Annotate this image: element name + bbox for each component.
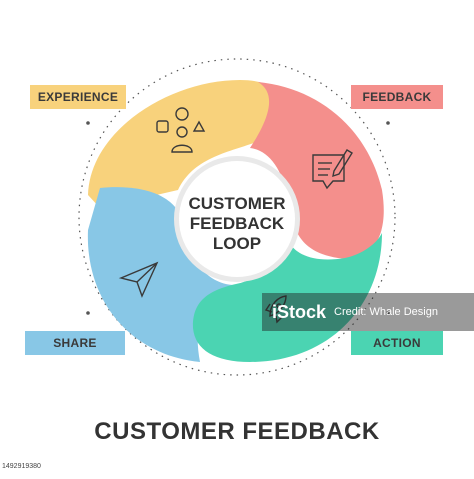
rocket-icon <box>264 295 287 324</box>
feedback-form-icon <box>312 149 353 190</box>
people-icon <box>156 107 206 153</box>
label-feedback: FEEDBACK <box>351 85 443 109</box>
segment-feedback <box>250 82 384 259</box>
image-id: 1492919380 <box>2 463 41 470</box>
paper-plane-icon <box>118 261 159 298</box>
label-experience: EXPERIENCE <box>30 85 126 109</box>
center-circle <box>179 161 295 277</box>
center-title-line-1: CUSTOMER <box>188 194 286 213</box>
dotted-ring <box>78 58 396 376</box>
watermark-brand: iStock <box>272 301 327 322</box>
segment-experience <box>88 80 292 208</box>
watermark-banner: iStock Credit: Whale Design <box>262 293 474 331</box>
center-title-line-2: FEEDBACK <box>189 214 285 233</box>
footer-title: CUSTOMER FEEDBACK <box>94 418 380 445</box>
label-action: ACTION <box>351 331 443 355</box>
label-share: SHARE <box>25 331 125 355</box>
watermark-credit: Credit: Whale Design <box>334 306 438 318</box>
center-title-line-3: LOOP <box>212 234 262 253</box>
segment-action <box>192 233 382 362</box>
